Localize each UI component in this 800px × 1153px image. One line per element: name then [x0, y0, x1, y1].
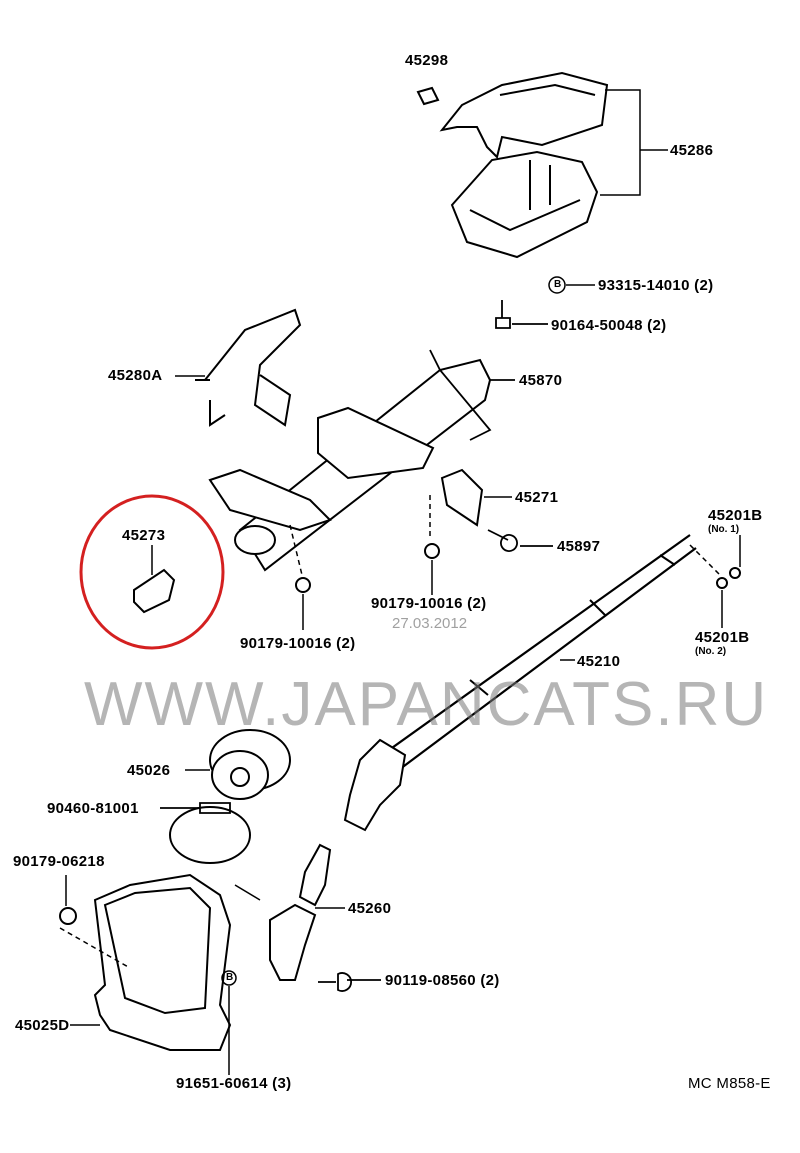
part-45286-lower-cover [450, 150, 599, 259]
label-90460-81001: 90460-81001 [47, 800, 139, 817]
part-45897-pin [487, 529, 553, 552]
label-45280A: 45280A [108, 367, 163, 384]
label-90179-10016-a: 90179-10016 (2) [371, 595, 487, 612]
label-45897: 45897 [557, 538, 601, 555]
leader-45286 [600, 89, 668, 196]
note-no2: (No. 2) [695, 646, 727, 657]
part-45271-cover [440, 468, 484, 527]
part-90179-06218-nut [59, 907, 77, 925]
note-no1: (No. 1) [708, 524, 740, 535]
label-90179-10016-b: 90179-10016 (2) [240, 635, 356, 652]
watermark: WWW.JAPANCATS.RU [84, 670, 769, 739]
label-45298: 45298 [405, 52, 449, 69]
label-45271: 45271 [515, 489, 559, 506]
label-45870: 45870 [519, 372, 563, 389]
label-45026: 45026 [127, 762, 171, 779]
part-90460-clamp [169, 806, 251, 864]
part-45210-main-shaft [374, 534, 697, 776]
label-45201B-no2: 45201B [695, 629, 750, 646]
part-45280A-bracket [195, 308, 302, 427]
part-45260-shaft [298, 843, 332, 907]
label-90119-08560: 90119-08560 (2) [385, 972, 500, 989]
part-45201B-no1 [729, 567, 741, 579]
part-93315-b-mark [548, 276, 566, 294]
date-stamp: 27.03.2012 [392, 615, 468, 632]
label-90164-50048: 90164-50048 (2) [551, 317, 667, 334]
part-90179-nut-a [424, 543, 440, 559]
part-90164-bolt [495, 300, 548, 329]
label-45210: 45210 [577, 653, 621, 670]
part-90119-bolt [318, 972, 381, 992]
diagram-code: MC M858-E [688, 1075, 771, 1092]
part-91651-b-mark [221, 970, 237, 986]
label-91651-60614: 91651-60614 (3) [176, 1075, 292, 1092]
part-45025D-cover [93, 873, 232, 1051]
label-45260: 45260 [348, 900, 392, 917]
label-93315-14010: 93315-14010 (2) [598, 277, 714, 294]
b-mark-text-93315: B [554, 279, 562, 290]
part-45298-clip [416, 86, 440, 106]
b-mark-text-91651: B [226, 972, 234, 983]
part-45286-upper-cover [439, 71, 609, 159]
label-90179-06218: 90179-06218 [13, 853, 105, 870]
label-45273: 45273 [122, 527, 166, 544]
label-45025D: 45025D [15, 1017, 70, 1034]
part-90179-nut-b [295, 577, 311, 593]
part-45201B-no2 [716, 577, 728, 589]
label-45286: 45286 [670, 142, 714, 159]
part-45210-joint [343, 738, 407, 832]
label-45201B-no1: 45201B [708, 507, 763, 524]
part-45273-bushing [133, 568, 176, 614]
highlight-circle [79, 494, 225, 650]
